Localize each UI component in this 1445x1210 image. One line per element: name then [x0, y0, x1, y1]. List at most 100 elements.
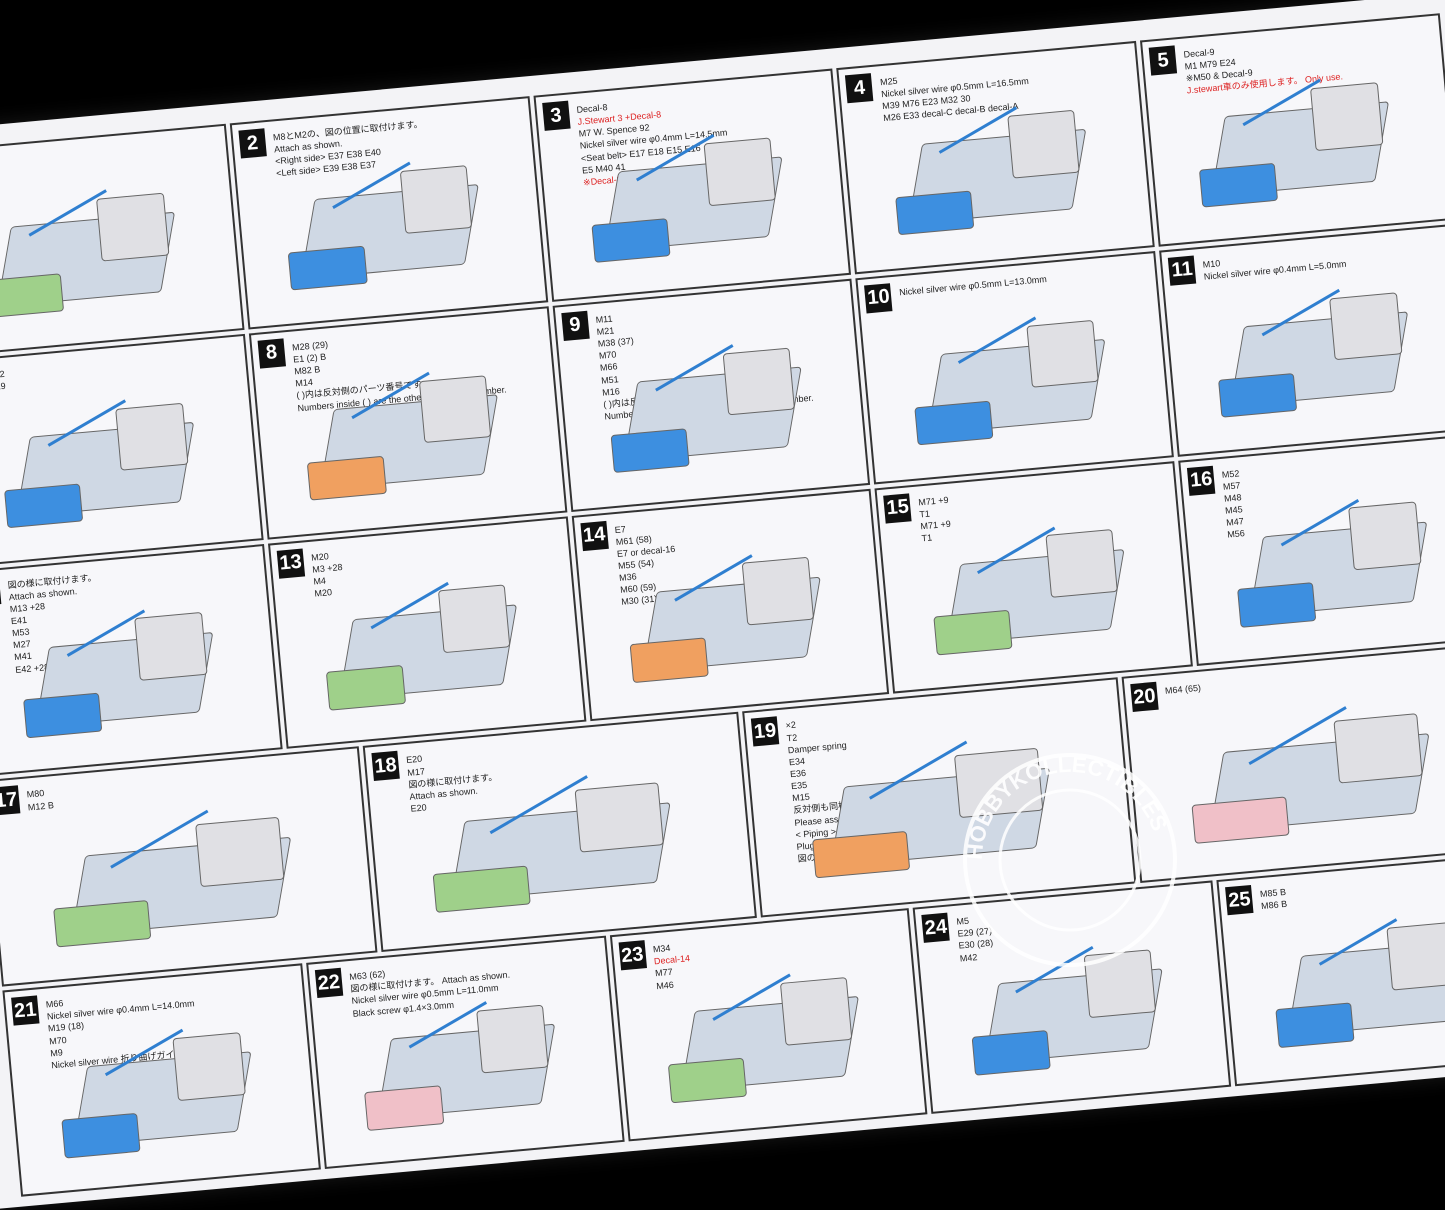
step-number: 22 — [314, 967, 344, 999]
part-illustration — [741, 557, 815, 626]
part-illustration — [1275, 1002, 1355, 1048]
part-illustration — [432, 865, 531, 913]
step-number: 14 — [579, 520, 609, 551]
part-illustration — [418, 374, 492, 444]
step-note: Nickel silver wire φ0.5mm L=13.0mm — [898, 273, 1048, 298]
part-illustration — [1333, 713, 1423, 784]
part-illustration — [195, 816, 285, 888]
step-number: 10 — [864, 282, 893, 314]
part-illustration — [326, 665, 406, 711]
part-illustration — [1025, 319, 1099, 389]
step-number: 15 — [883, 492, 912, 524]
part-illustration — [172, 1032, 246, 1101]
watermark-text: HOBBYKOLLECTIBLES — [962, 752, 1173, 861]
part-illustration — [134, 612, 208, 682]
step-number: 13 — [276, 548, 305, 579]
step-number: 18 — [371, 751, 400, 782]
part-illustration — [399, 164, 473, 234]
step-number: 9 — [560, 310, 590, 341]
part-illustration — [0, 273, 64, 319]
part-illustration — [703, 137, 777, 206]
part-illustration — [812, 831, 911, 879]
watermark-stamp: HOBBYKOLLECTIBLES — [962, 752, 1177, 967]
part-illustration — [287, 245, 368, 291]
step-panel-1: 1M8M75M2 — [0, 123, 245, 357]
part-illustration — [115, 402, 189, 472]
step-number: 3 — [541, 100, 571, 131]
step-number: 5 — [1148, 45, 1178, 76]
step-number: 23 — [618, 940, 647, 971]
part-illustration — [364, 1085, 444, 1131]
part-illustration — [53, 900, 152, 948]
part-illustration — [1236, 582, 1317, 628]
part-illustration — [779, 976, 853, 1046]
part-illustration — [722, 347, 796, 416]
part-illustration — [22, 693, 103, 739]
part-illustration — [1217, 372, 1298, 418]
part-illustration — [1191, 796, 1290, 844]
step-notes: M8M75M2 — [0, 137, 220, 196]
step-number: 24 — [921, 912, 951, 943]
part-illustration — [933, 610, 1013, 656]
part-illustration — [438, 584, 511, 654]
steps-grid: 1M8M75M22M8とM2の、図の位置に取付けます。Attach as sho… — [0, 13, 1445, 1197]
step-panel-12: 12図の様に取付けます。Attach as shown.M13 +28E41M5… — [0, 543, 283, 777]
svg-text:HOBBYKOLLECTIBLES: HOBBYKOLLECTIBLES — [962, 752, 1173, 861]
part-illustration — [574, 782, 665, 853]
part-illustration — [3, 483, 83, 529]
step-number: 2 — [238, 128, 267, 159]
step-number: 11 — [1167, 255, 1197, 286]
step-panel-7: 7E22E19B — [0, 333, 264, 567]
step-number: 16 — [1187, 465, 1216, 496]
part-illustration — [1348, 501, 1422, 571]
part-illustration — [629, 637, 710, 684]
step-number: 12 — [0, 575, 2, 607]
part-illustration — [96, 192, 169, 262]
part-illustration — [1198, 162, 1278, 208]
step-number: 19 — [750, 716, 780, 747]
step-notes: Nickel silver wire φ0.5mm L=13.0mm — [899, 264, 1148, 299]
part-illustration — [591, 217, 671, 264]
part-illustration — [914, 400, 994, 446]
part-illustration — [1006, 109, 1080, 179]
part-illustration — [610, 427, 691, 474]
part-illustration — [1045, 529, 1118, 599]
step-number: 21 — [11, 995, 40, 1026]
step-number: 4 — [845, 73, 874, 104]
step-notes: E22E19B — [0, 347, 239, 406]
part-illustration — [1386, 921, 1445, 991]
part-illustration — [307, 455, 387, 501]
part-illustration — [971, 1030, 1051, 1076]
step-number: 17 — [0, 785, 21, 816]
part-illustration — [895, 190, 975, 236]
step-number: 25 — [1225, 885, 1254, 916]
part-illustration — [1310, 82, 1384, 151]
part-illustration — [667, 1057, 748, 1103]
part-illustration — [1329, 291, 1403, 361]
step-number: 8 — [257, 338, 286, 369]
